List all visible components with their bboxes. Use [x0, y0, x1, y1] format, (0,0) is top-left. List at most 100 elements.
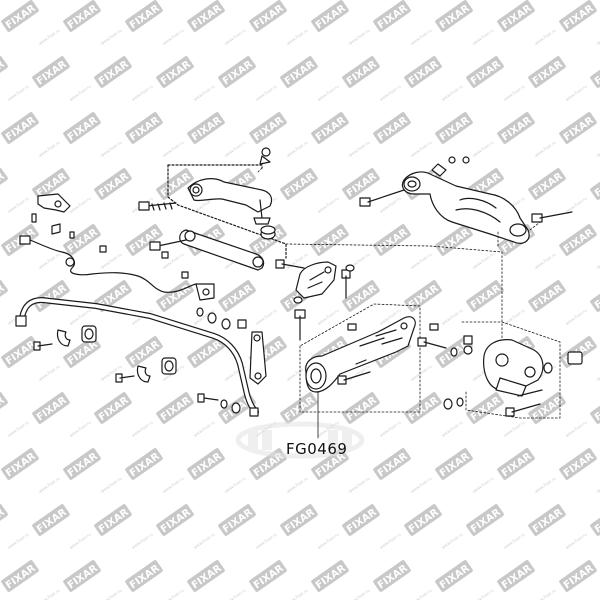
watermark-url-tile: www.fixar.ru [38, 475, 62, 494]
watermark-url-tile: www.fixar.ru [596, 475, 600, 494]
watermark-url-text: www.fixar.ru [162, 587, 186, 600]
watermark-badge [1, 0, 39, 32]
watermark-url-tile: www.fixar.ru [410, 139, 434, 158]
watermark-badge [373, 224, 411, 256]
watermark-url-text: www.fixar.ru [472, 475, 496, 494]
fixar-watermark-tile: FIXAR [497, 0, 535, 32]
stabilizer-end-link [249, 331, 267, 385]
watermark-url-tile: www.fixar.ru [503, 419, 527, 438]
fixar-watermark-tile: FIXAR [63, 0, 101, 32]
fixar-watermark-tile: FIXAR [280, 392, 318, 424]
watermark-url-tile: www.fixar.ru [193, 83, 217, 102]
fixar-watermark-tile: FIXAR [125, 560, 163, 592]
upper-arm-callout-box [167, 164, 287, 259]
upper-arm-callout-line [257, 167, 503, 346]
fixar-watermark-tile: FIXAR [528, 56, 566, 88]
watermark-url-tile: www.fixar.ru [100, 139, 124, 158]
watermark-badge [94, 504, 132, 536]
watermark-url-text: www.fixar.ru [410, 363, 434, 382]
watermark-url-text: www.fixar.ru [348, 587, 372, 600]
watermark-badge [342, 504, 380, 536]
watermark-url-text: www.fixar.ru [596, 251, 600, 270]
watermark-url-text: www.fixar.ru [565, 419, 589, 438]
fixar-watermark-tile: FIXAR [63, 448, 101, 480]
watermark-badge [63, 224, 101, 256]
watermark-badge [404, 56, 442, 88]
fixar-watermark-tile: FIXAR [249, 0, 287, 32]
trailing-arm-callout-box [299, 303, 421, 413]
fixar-watermark-tile: FIXAR [466, 56, 504, 88]
watermark-badge [528, 168, 566, 200]
abs-sensor-cable [19, 235, 215, 301]
watermark-badge [1, 560, 39, 592]
fixar-watermark-tile: FIXAR [1, 448, 39, 480]
fixar-watermark-tile: FIXAR [590, 280, 600, 312]
watermark-badge [1, 112, 39, 144]
watermark-url-text: www.fixar.ru [7, 531, 31, 550]
watermark-url-text: www.fixar.ru [348, 27, 372, 46]
watermark-url-text: www.fixar.ru [410, 475, 434, 494]
watermark-url-text: www.fixar.ru [534, 475, 558, 494]
fixar-watermark-tile: FIXAR [218, 280, 256, 312]
watermark-url-text: www.fixar.ru [441, 531, 465, 550]
fixar-watermark-tile: FIXAR [32, 280, 70, 312]
watermark-url-tile: www.fixar.ru [379, 419, 403, 438]
fixar-watermark-tile: FIXAR [125, 112, 163, 144]
watermark-url-tile: www.fixar.ru [565, 531, 589, 550]
fixar-watermark-tile: FIXAR [373, 224, 411, 256]
watermark-url-text: www.fixar.ru [379, 83, 403, 102]
watermark-url-text: www.fixar.ru [38, 251, 62, 270]
fixar-watermark-tile: FIXAR [32, 56, 70, 88]
watermark-url-tile: www.fixar.ru [162, 475, 186, 494]
fixar-watermark-tile: FIXAR [187, 448, 225, 480]
watermark-url-tile: www.fixar.ru [379, 195, 403, 214]
fixar-watermark-tile: FIXAR [311, 112, 349, 144]
watermark-url-text: www.fixar.ru [162, 27, 186, 46]
upper-control-arm [187, 147, 273, 225]
upper-arm-bolt [138, 201, 177, 211]
watermark-url-text: www.fixar.ru [100, 475, 124, 494]
watermark-badge [373, 0, 411, 32]
watermark-url-text: www.fixar.ru [441, 307, 465, 326]
knuckle-callout-box [461, 321, 561, 419]
watermark-url-tile: www.fixar.ru [410, 251, 434, 270]
watermark-url-text: www.fixar.ru [534, 139, 558, 158]
fixar-watermark-tile: FIXAR [94, 168, 132, 200]
fixar-watermark-tile: FIXAR [280, 504, 318, 536]
bracket-washer [345, 264, 355, 272]
watermark-badge [280, 504, 318, 536]
watermark-url-text: www.fixar.ru [69, 531, 93, 550]
watermark-url-tile: www.fixar.ru [286, 587, 310, 604]
watermark-badge [94, 280, 132, 312]
watermark-badge [125, 112, 163, 144]
watermark-badge [156, 392, 194, 424]
fixar-watermark-tile: FIXAR [311, 0, 349, 32]
watermark-url-text: www.fixar.ru [255, 307, 279, 326]
watermark-url-tile: www.fixar.ru [441, 83, 465, 102]
watermark-url-text: www.fixar.ru [7, 83, 31, 102]
fixar-watermark-tile: FIXAR [590, 168, 600, 200]
stabilizer-bolt-3 [197, 393, 219, 403]
fixar-watermark-tile: FIXAR [156, 56, 194, 88]
fixar-watermark-tile: FIXAR [466, 280, 504, 312]
fixar-watermark-tile: FIXAR [435, 112, 473, 144]
watermark-url-text: www.fixar.ru [100, 251, 124, 270]
upper-arm-bushing [260, 225, 276, 240]
watermark-badge [249, 0, 287, 32]
watermark-badge [435, 224, 473, 256]
lower-arm-callout [497, 221, 541, 249]
watermark-url-text: www.fixar.ru [534, 27, 558, 46]
watermark-badge [63, 112, 101, 144]
watermark-url-text: www.fixar.ru [379, 195, 403, 214]
watermark-url-tile: www.fixar.ru [565, 307, 589, 326]
fixar-watermark-tile: FIXAR [404, 392, 442, 424]
watermark-badge [187, 0, 225, 32]
watermark-badge [559, 448, 597, 480]
bracket-bolt-1 [275, 259, 305, 269]
watermark-url-tile: www.fixar.ru [441, 419, 465, 438]
watermark-url-tile: www.fixar.ru [69, 83, 93, 102]
watermark-url-tile: www.fixar.ru [69, 531, 93, 550]
fixar-watermark-tile: FIXAR [0, 56, 8, 88]
fixar-watermark-tile: FIXAR [94, 392, 132, 424]
watermark-badge [466, 504, 504, 536]
